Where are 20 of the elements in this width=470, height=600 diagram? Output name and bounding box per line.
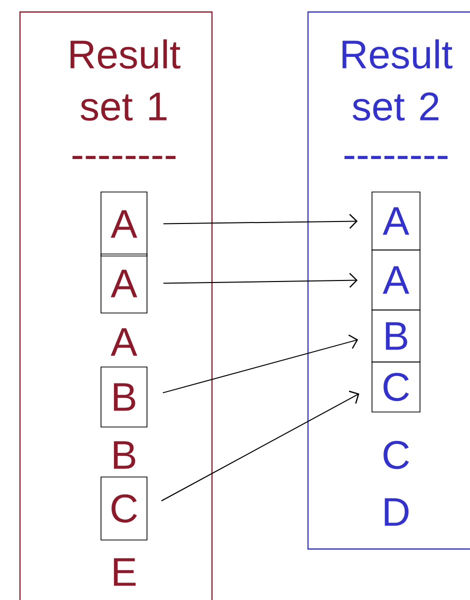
letter-box: A [100, 254, 148, 314]
dashed-separator: -------- [72, 156, 176, 160]
letter-box: A [100, 192, 148, 256]
letter: A [110, 328, 138, 356]
arrow [162, 272, 358, 288]
dashed-separator: -------- [344, 156, 448, 160]
panel-heading: Result set 1 [70, 39, 180, 121]
letter-box: C [100, 476, 148, 540]
letter-box: C [372, 362, 420, 412]
panel-heading: Result set 2 [342, 39, 452, 121]
letter-box: A [372, 250, 420, 310]
arrow [162, 334, 358, 394]
letter: B [114, 441, 136, 469]
letter: C [384, 440, 409, 470]
letter: D [384, 498, 409, 526]
letter-box: B [372, 310, 420, 362]
letter-box: A [372, 192, 420, 250]
arrow [160, 390, 360, 502]
letter-box: B [100, 366, 148, 428]
arrow [162, 214, 358, 229]
